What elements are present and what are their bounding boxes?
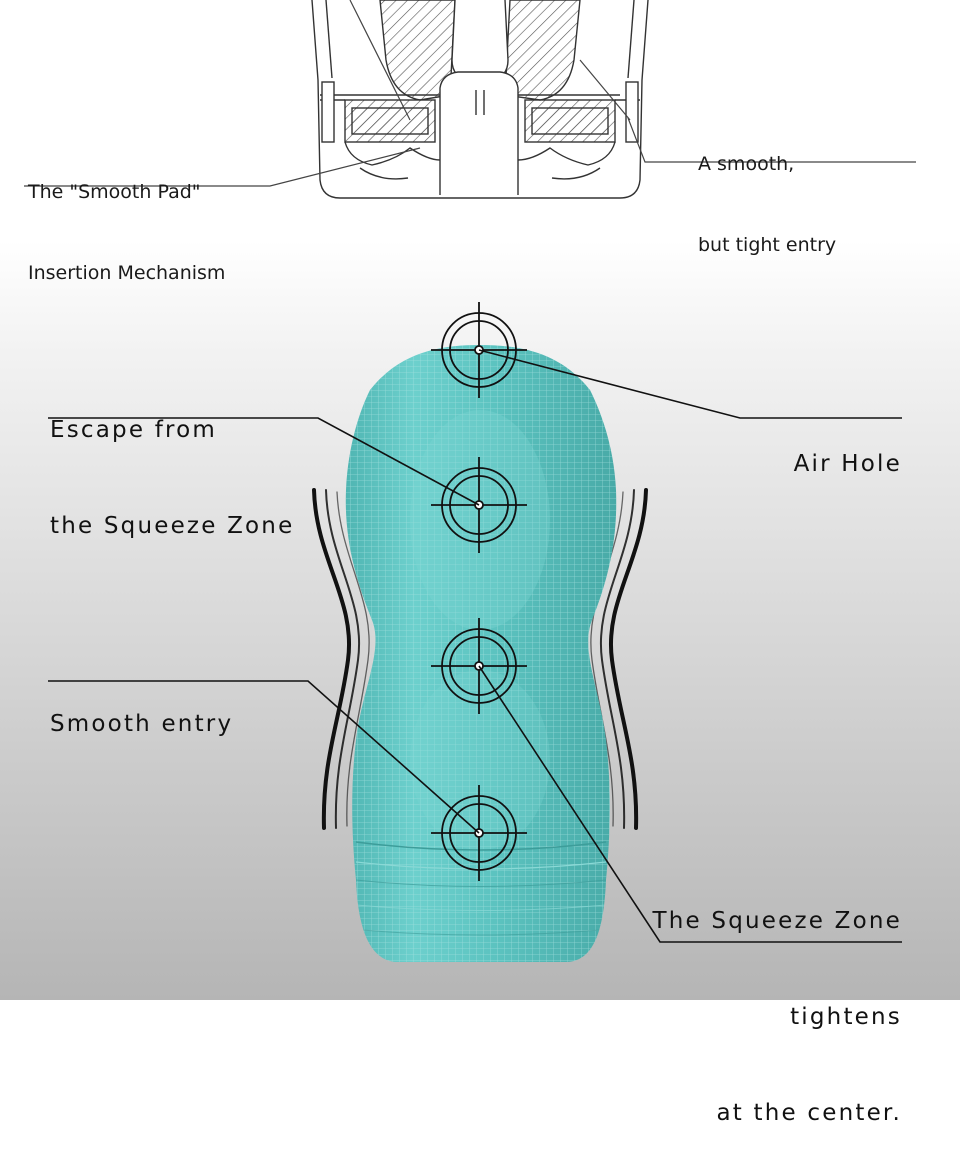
smooth-entry-label-line1: Smooth entry [50,711,234,737]
squeeze-zone-label: The Squeeze Zone tightens at the center. [653,841,902,1161]
smooth-pad-label: The "Smooth Pad" Insertion Mechanism [28,125,225,314]
tight-entry-label: A smooth, but tight entry [698,97,836,286]
squeeze-zone-label-line2: tightens [790,1004,902,1030]
air-hole-label-line1: Air Hole [793,451,902,477]
escape-label: Escape from the Squeeze Zone [50,350,294,574]
tight-entry-label-line1: A smooth, [698,153,795,175]
tight-entry-label-line2: but tight entry [698,234,837,256]
squeeze-zone-label-line3: at the center. [716,1100,902,1126]
squeeze-zone-label-line1: The Squeeze Zone [652,908,902,934]
leader-lines [48,349,902,943]
cross-section-drawing [24,0,916,199]
escape-label-line2: the Squeeze Zone [50,513,295,539]
diagram-svg [0,0,960,1000]
smooth-pad-label-line2: Insertion Mechanism [28,262,226,284]
diagram-stage [0,0,960,1000]
squeeze-lines-left [312,488,370,830]
squeeze-lines-right [590,488,648,830]
product-body [345,345,617,962]
air-hole-label: Air Hole [794,384,902,512]
smooth-pad-label-line1: The "Smooth Pad" [28,181,201,203]
escape-label-line1: Escape from [50,417,218,443]
smooth-entry-label: Smooth entry [50,644,233,772]
